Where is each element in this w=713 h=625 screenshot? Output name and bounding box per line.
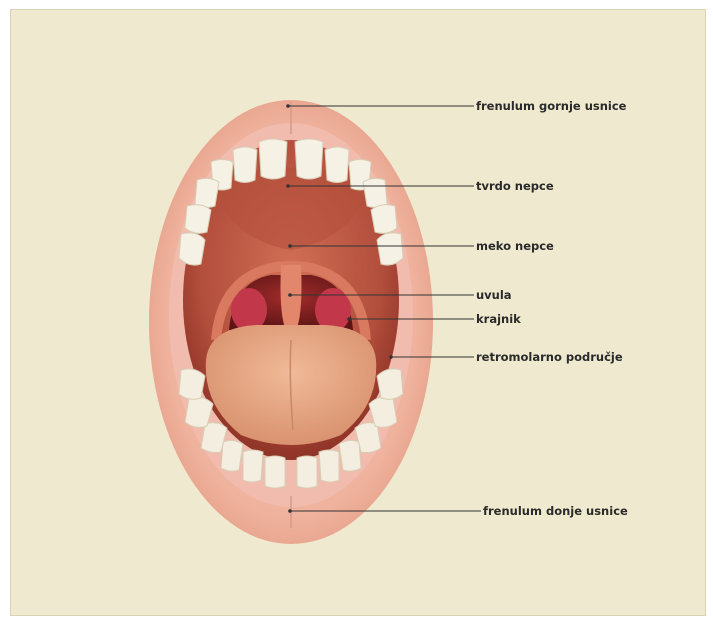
label-krajnik: krajnik [476, 312, 521, 326]
label-tvrdo-nepce: tvrdo nepce [476, 179, 554, 193]
uvula-shape [281, 265, 302, 332]
diagram-panel: frenulum gornje usnice tvrdo nepce meko … [10, 9, 706, 616]
label-uvula: uvula [476, 288, 512, 302]
label-retromolarno-podrucje: retromolarno područje [476, 350, 623, 364]
label-meko-nepce: meko nepce [476, 239, 554, 253]
label-frenulum-gornje-usnice: frenulum gornje usnice [476, 99, 626, 113]
label-frenulum-donje-usnice: frenulum donje usnice [483, 504, 628, 518]
